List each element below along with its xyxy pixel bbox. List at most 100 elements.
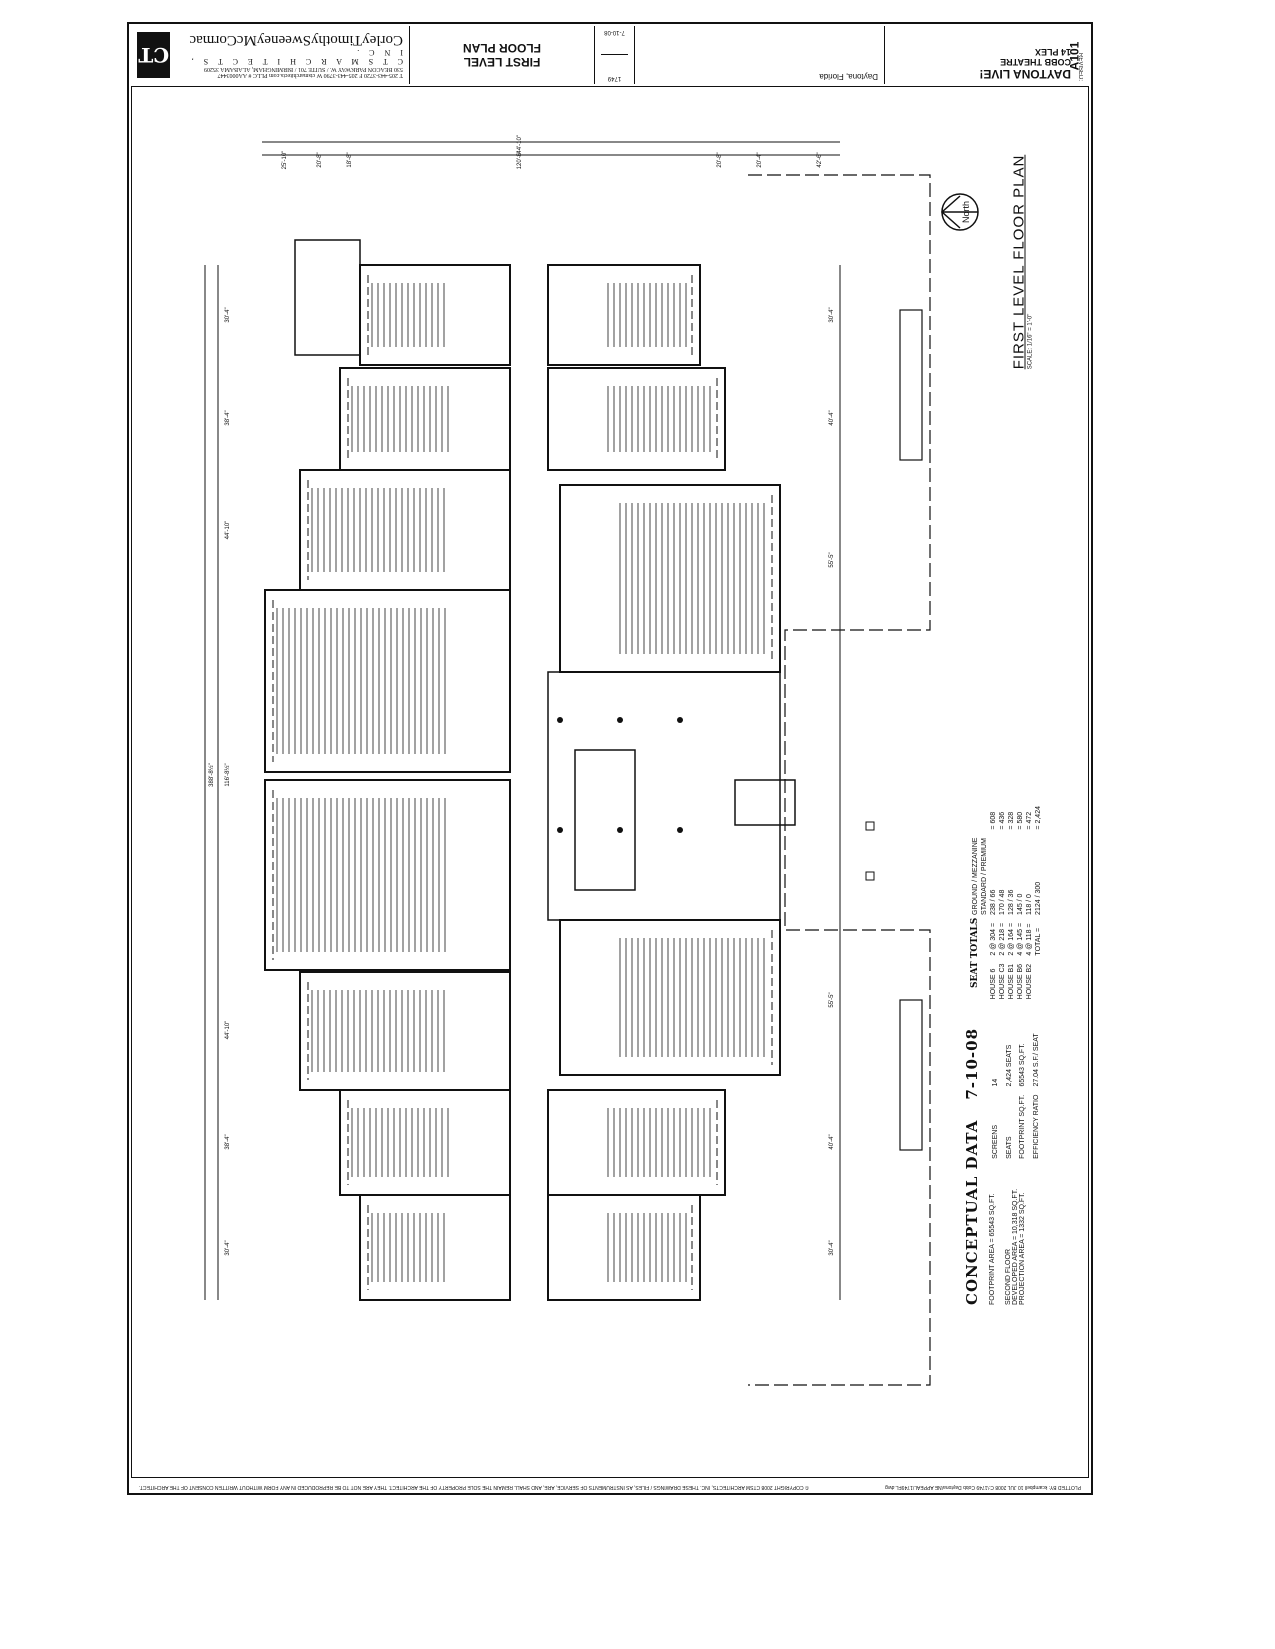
planter bbox=[899, 999, 923, 1151]
box-office bbox=[734, 779, 796, 826]
conceptual-data-title: CONCEPTUAL DATA bbox=[963, 1119, 981, 1305]
projection-area: PROJECTION AREA = 1332 SQ.FT. bbox=[1019, 1192, 1026, 1305]
total-label: TOTAL = bbox=[1035, 927, 1042, 956]
column bbox=[865, 871, 875, 881]
total-split: 2124 / 300 bbox=[1035, 881, 1042, 915]
split: 238 / 66 bbox=[990, 889, 997, 915]
north-arrow-label: North bbox=[956, 201, 974, 223]
dimension-left: 44'-10" bbox=[225, 1020, 231, 1040]
total-value: = 2,424 bbox=[1035, 806, 1042, 830]
split: 128 / 36 bbox=[1008, 889, 1015, 915]
dimension-left: 30'-4" bbox=[225, 307, 231, 323]
stat-value: 2,424 SEATS bbox=[1005, 1044, 1013, 1087]
dimension-left: 30'-4" bbox=[225, 1240, 231, 1256]
total: = 580 bbox=[1017, 811, 1024, 830]
dimension-right: 55'-5" bbox=[829, 552, 835, 568]
theatre-auditorium bbox=[559, 919, 781, 1076]
dimension-left: 38'-4" bbox=[225, 1134, 231, 1150]
exterior-vestibule bbox=[294, 239, 361, 356]
footer-strip: PLOTTED BY: kcampbell 10 JUL 2008 C:\174… bbox=[131, 1480, 1089, 1494]
north-label: North bbox=[961, 200, 971, 224]
dimension-top: 25'-10" bbox=[282, 150, 288, 170]
stat-label: SEATS bbox=[1005, 1136, 1013, 1159]
stat-value: 27.04 S.F./ SEAT bbox=[1032, 1033, 1040, 1087]
theatre-auditorium bbox=[264, 779, 511, 971]
theatre-auditorium bbox=[547, 264, 701, 366]
north-arrow-icon bbox=[940, 195, 978, 229]
footprint-area: FOOTPRINT AREA = 65543 SQ.FT. bbox=[989, 1193, 996, 1305]
column-dot bbox=[677, 717, 683, 723]
stat-label: FOOTPRINT SQ.FT. bbox=[1019, 1094, 1027, 1159]
dimension-top: 18'-8" bbox=[347, 152, 353, 168]
theatre-auditorium bbox=[559, 484, 781, 673]
column bbox=[865, 821, 875, 831]
total: = 436 bbox=[999, 811, 1006, 830]
house: HOUSE C3 bbox=[999, 963, 1006, 1000]
dimension-top: 20'-4" bbox=[757, 152, 763, 168]
table-row: HOUSE C3 2 @ 218 = 170 / 48 = 436 bbox=[998, 802, 1007, 1003]
house: HOUSE B6 bbox=[1017, 963, 1024, 1000]
total: = 472 bbox=[1026, 811, 1033, 830]
table-row: HOUSE B6 4 @ 145 = 145 / 0 = 580 bbox=[1016, 802, 1025, 1003]
seat-header: STANDARD / PREMIUM bbox=[981, 838, 988, 915]
house: HOUSE B2 bbox=[1026, 963, 1033, 1000]
theatre-auditorium bbox=[547, 1194, 701, 1301]
column-dot bbox=[617, 717, 623, 723]
dimension-right: 30'-4" bbox=[829, 307, 835, 323]
split: 118 / 0 bbox=[1026, 894, 1033, 915]
column-dot bbox=[617, 827, 623, 833]
dimension-left: 38'-4" bbox=[225, 410, 231, 426]
stat-label: SCREENS bbox=[992, 1125, 1000, 1159]
house: HOUSE 6 bbox=[990, 968, 997, 1000]
dimension-right: 40'-4" bbox=[829, 1134, 835, 1150]
dimension-overall-left: 388'-8½" bbox=[209, 763, 215, 787]
stat-value: 65543 SQ.FT. bbox=[1019, 1043, 1027, 1087]
column-dot bbox=[557, 717, 563, 723]
developed-area: DEVELOPED AREA = 10,318 SQ.FT. bbox=[1012, 1188, 1019, 1305]
seat-totals-table: GROUND / MEZZANINE STANDARD / PREMIUM HO… bbox=[971, 802, 1043, 1003]
total: = 328 bbox=[1008, 811, 1015, 830]
main-lobby bbox=[547, 671, 781, 921]
stat-value: 14 bbox=[992, 1078, 1000, 1087]
count: 2 @ 164 = bbox=[1008, 922, 1015, 956]
plan-title: FIRST LEVEL FLOOR PLAN bbox=[1010, 154, 1028, 370]
split: 145 / 0 bbox=[1017, 893, 1024, 915]
conceptual-data-date: 7-10-08 bbox=[963, 1027, 981, 1100]
theatre-auditorium bbox=[339, 367, 511, 471]
seat-header: GROUND / MEZZANINE bbox=[972, 837, 979, 915]
dimension-top: 20'-8" bbox=[317, 152, 323, 168]
dimension-left: 116'-8½" bbox=[225, 763, 231, 787]
theatre-auditorium bbox=[359, 1194, 511, 1301]
dimension-right: 40'-4" bbox=[829, 410, 835, 426]
plan-title-block: FIRST LEVEL FLOOR PLAN SCALE: 1/16" = 1'… bbox=[1011, 155, 1034, 370]
conceptual-data-block: CONCEPTUAL DATA 7-10-08 SEAT TOTALS FOOT… bbox=[963, 605, 1073, 1305]
total-row: TOTAL = 2124 / 300 = 2,424 bbox=[1034, 802, 1043, 1003]
table-row: HOUSE B2 4 @ 118 = 118 / 0 = 472 bbox=[1025, 802, 1034, 1003]
theatre-auditorium bbox=[264, 589, 511, 773]
sheet-border bbox=[127, 22, 1093, 1495]
plan-scale: SCALE: 1/16" = 1'-0" bbox=[1027, 313, 1034, 370]
theatre-auditorium bbox=[359, 264, 511, 366]
site-outline bbox=[748, 174, 931, 1386]
stats-table: SCREENS 14 SEATS 2,424 SEATS FOOTPRINT SQ.… bbox=[989, 1029, 1043, 1163]
second-floor-label: SECOND FLOOR bbox=[1005, 1248, 1012, 1305]
total: = 608 bbox=[990, 811, 997, 830]
count: 4 @ 118 = bbox=[1026, 923, 1033, 956]
theatre-auditorium bbox=[299, 971, 511, 1091]
stat-label: EFFICIENCY RATIO bbox=[1032, 1094, 1040, 1159]
count: 4 @ 145 = bbox=[1017, 922, 1024, 956]
split: 170 / 48 bbox=[999, 889, 1006, 915]
dimension-top: 20'-8" bbox=[717, 152, 723, 168]
dimension-right: 55'-5" bbox=[829, 992, 835, 1008]
theatre-auditorium bbox=[339, 1089, 511, 1196]
count: 2 @ 218 = bbox=[999, 922, 1006, 956]
drawing-area-border bbox=[131, 86, 1089, 1478]
theatre-auditorium bbox=[299, 469, 511, 591]
theatre-auditorium bbox=[547, 367, 726, 471]
column-dot bbox=[557, 827, 563, 833]
copyright-notice: © COPYRIGHT 2008 CTSM ARCHITECTS, INC. T… bbox=[139, 1484, 809, 1490]
